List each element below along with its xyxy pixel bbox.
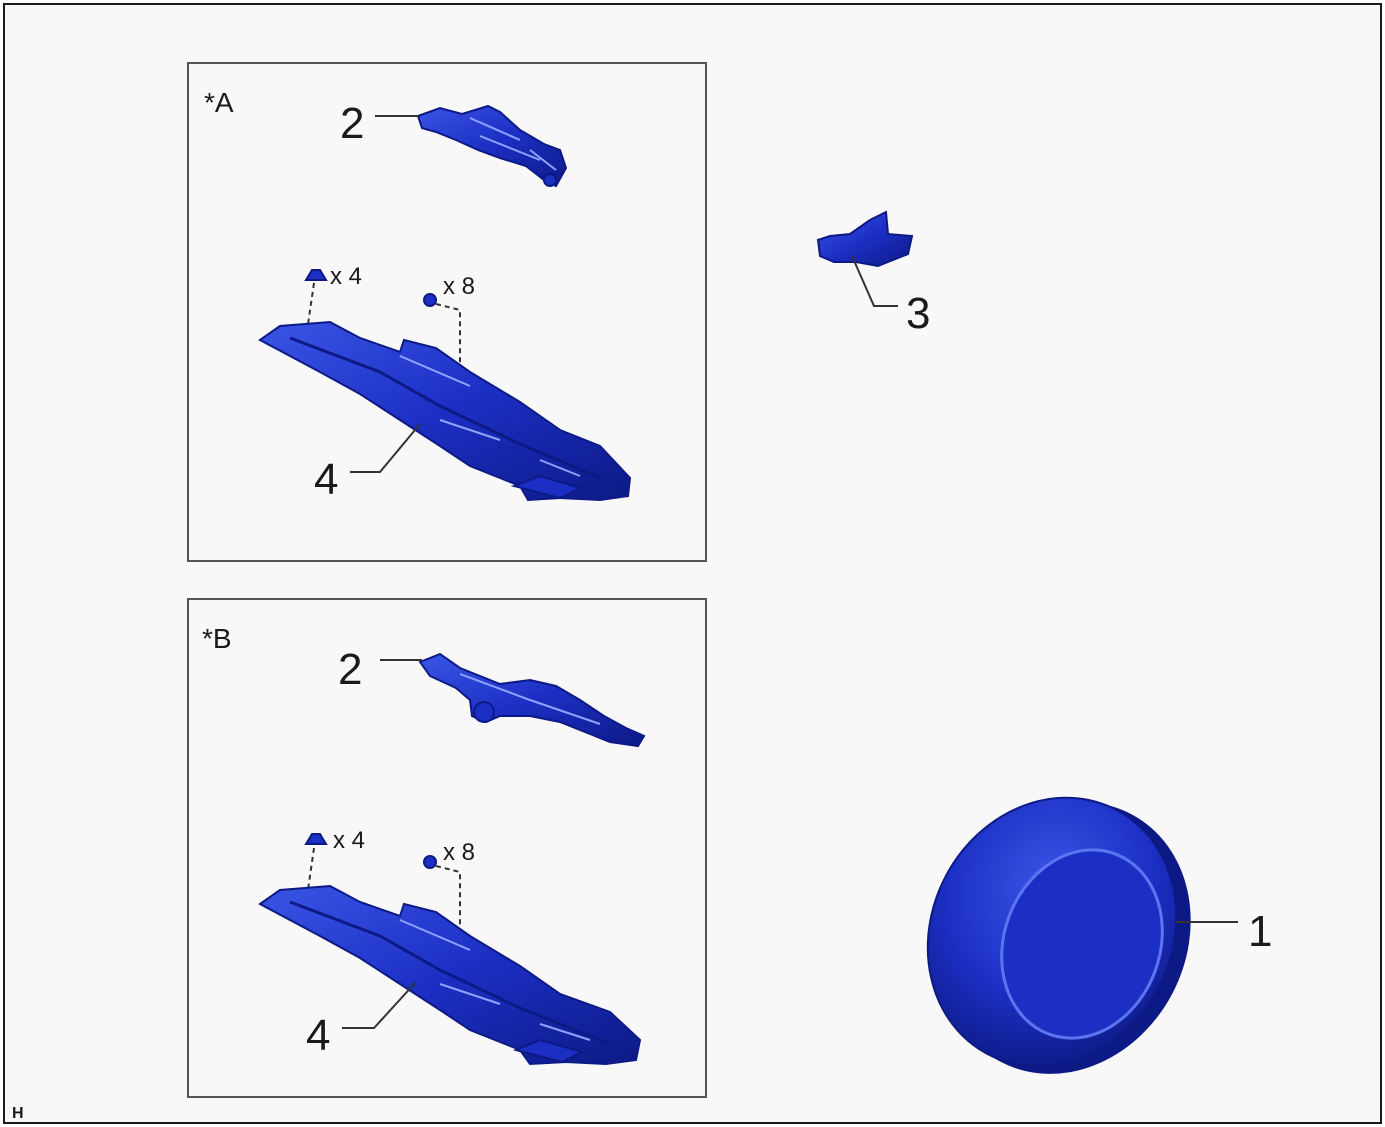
panel-a-callout-2: 2 bbox=[340, 99, 364, 148]
bracket-icon bbox=[816, 210, 914, 268]
engine-mount-bracket-icon bbox=[416, 104, 568, 188]
flange-nut-icon bbox=[304, 833, 328, 905]
panel-a-nut-qty: x 4 bbox=[330, 263, 362, 290]
flange-bolt-icon bbox=[423, 293, 469, 393]
panel-a-label: *A bbox=[204, 87, 234, 118]
panel-a: *A 2 x 4 x 8 4 bbox=[187, 62, 707, 562]
panel-a-bolt-qty: x 8 bbox=[443, 273, 475, 300]
panel-b-nut-qty: x 4 bbox=[333, 827, 365, 854]
flange-bolt-icon bbox=[423, 855, 469, 955]
spare-tire-icon bbox=[926, 796, 1191, 1074]
engine-mount-bracket-icon bbox=[418, 652, 646, 748]
panel-b-label: *B bbox=[202, 623, 232, 654]
panel-b-callout-4: 4 bbox=[306, 1011, 330, 1060]
panel-b-bolt-qty: x 8 bbox=[443, 839, 475, 866]
tire-callout: 1 bbox=[1248, 907, 1272, 956]
panel-a-callout-4: 4 bbox=[314, 455, 338, 504]
panel-b: *B 2 x 4 x 8 4 bbox=[187, 598, 707, 1098]
bracket-callout: 3 bbox=[906, 289, 930, 338]
frame-crossmember-icon bbox=[258, 320, 632, 502]
corner-mark: H bbox=[12, 1105, 24, 1122]
frame-crossmember-icon bbox=[258, 884, 642, 1066]
panel-a-callout-4-leader bbox=[350, 423, 421, 473]
panel-b-callout-2: 2 bbox=[338, 645, 362, 694]
bracket-callout-leader bbox=[851, 255, 898, 307]
panel-b-callout-4-leader bbox=[342, 981, 417, 1029]
